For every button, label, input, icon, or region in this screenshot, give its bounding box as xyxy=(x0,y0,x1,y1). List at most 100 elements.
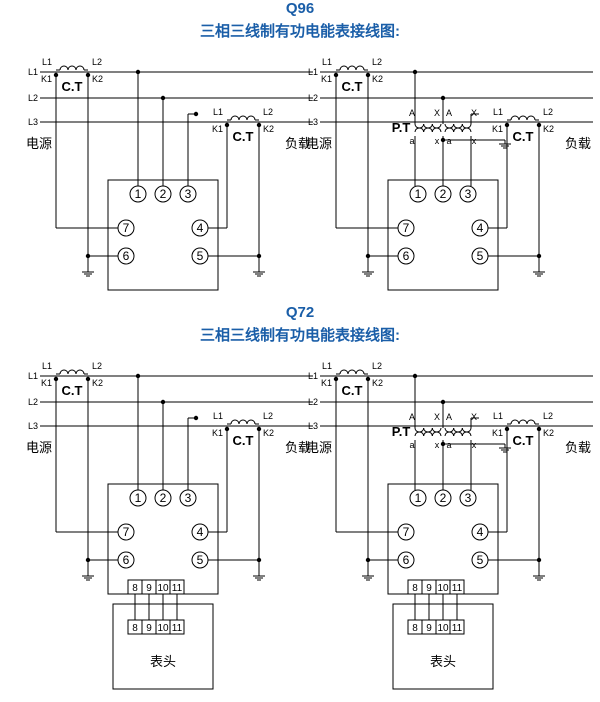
terminal-label: 7 xyxy=(123,221,130,235)
terminal-label: 6 xyxy=(123,553,130,567)
ct-coil xyxy=(339,65,349,71)
terminal-strip-pin: 9 xyxy=(146,583,152,594)
terminal-strip-pin: 8 xyxy=(412,583,418,594)
terminal-strip-pin: 11 xyxy=(172,583,183,594)
ct-secondary-label: K1 xyxy=(212,124,223,134)
ct-primary-label: L1 xyxy=(213,411,223,421)
pt-secondary-label: a xyxy=(409,440,414,450)
line-label-l3: L3 xyxy=(308,117,318,127)
terminal-3 xyxy=(459,185,477,203)
pt-primary-label: X xyxy=(471,412,477,422)
pt-secondary-label: x xyxy=(472,440,477,450)
source-label: 电源 xyxy=(306,136,332,151)
pt-primary-coil xyxy=(453,427,463,433)
ct-secondary-label: K1 xyxy=(41,74,52,84)
pt-primary-label: A xyxy=(446,108,452,118)
ct-secondary-label: K1 xyxy=(492,428,503,438)
terminal-label: 1 xyxy=(135,187,142,201)
pt-primary-coil xyxy=(461,427,472,433)
meter-head-label: 表头 xyxy=(150,654,176,669)
ct-coil xyxy=(347,369,357,375)
pt-primary-label: A xyxy=(409,108,415,118)
pt-primary-coil xyxy=(423,427,433,433)
junction-dot xyxy=(160,399,166,405)
ct-primary-label: L2 xyxy=(92,361,102,371)
ct-coil xyxy=(230,115,240,121)
diagram-title-q96: Q96 xyxy=(285,0,315,17)
line-label-l1: L1 xyxy=(308,67,318,77)
head-terminal-pin: 11 xyxy=(452,623,463,634)
head-terminal-pin: 10 xyxy=(437,623,449,634)
terminal-label: 2 xyxy=(160,187,167,201)
pt-secondary-label: a xyxy=(446,136,451,146)
ct-primary-label: L1 xyxy=(42,57,52,67)
ct-primary-label: L2 xyxy=(372,361,382,371)
source-label: 电源 xyxy=(26,136,52,151)
ct-coil xyxy=(347,65,357,71)
ct-secondary-label: K2 xyxy=(543,124,554,134)
meter-head-label: 表头 xyxy=(430,654,456,669)
ct-coil xyxy=(238,115,248,121)
pt-label: P.T xyxy=(392,424,411,439)
ct-label: C.T xyxy=(62,383,83,398)
ct-label: C.T xyxy=(513,129,534,144)
pt-primary-coil xyxy=(444,427,455,433)
line-label-l1: L1 xyxy=(28,371,38,381)
terminal-label: 5 xyxy=(197,553,204,567)
pt-primary-coil xyxy=(414,123,425,129)
ct-secondary-label: K2 xyxy=(92,74,103,84)
source-label: 电源 xyxy=(306,440,332,455)
pt-secondary-label: x xyxy=(435,440,440,450)
ct-secondary-label: K1 xyxy=(492,124,503,134)
pt-secondary-coil xyxy=(453,431,463,437)
pt-secondary-label: a xyxy=(409,136,414,146)
ct-coil xyxy=(67,65,77,71)
ct-coil xyxy=(59,65,69,71)
terminal-label: 4 xyxy=(197,221,204,235)
terminal-label: 5 xyxy=(477,249,484,263)
terminal-label: 3 xyxy=(185,491,192,505)
load-label: 负载 xyxy=(285,136,311,151)
terminal-1 xyxy=(409,185,427,203)
ct-primary-label: L1 xyxy=(493,107,503,117)
ct-coil xyxy=(246,419,256,425)
terminal-2 xyxy=(154,185,172,203)
terminal-label: 2 xyxy=(440,491,447,505)
terminal-strip-pin: 8 xyxy=(132,583,138,594)
diagram-subtitle-q96: 三相三线制有功电能表接线图: xyxy=(200,23,400,40)
ct-primary-label: L2 xyxy=(263,107,273,117)
ct-coil xyxy=(518,419,528,425)
pt-primary-label: X xyxy=(434,412,440,422)
ct-coil xyxy=(59,369,69,375)
line-label-l1: L1 xyxy=(308,371,318,381)
ct-primary-label: L1 xyxy=(42,361,52,371)
terminal-2 xyxy=(434,185,452,203)
pt-secondary-coil xyxy=(423,127,433,133)
line-label-l1: L1 xyxy=(28,67,38,77)
pt-secondary-coil xyxy=(453,127,463,133)
pt-secondary-coil xyxy=(431,127,442,133)
terminal-2 xyxy=(154,489,172,507)
terminal-label: 1 xyxy=(415,491,422,505)
pt-label: P.T xyxy=(392,120,411,135)
terminal-strip-pin: 10 xyxy=(157,583,169,594)
pt-primary-coil xyxy=(453,123,463,129)
ct-label: C.T xyxy=(62,79,83,94)
ct-coil xyxy=(238,419,248,425)
source-label: 电源 xyxy=(26,440,52,455)
ct-primary-label: L1 xyxy=(322,361,332,371)
pt-secondary-label: x xyxy=(472,136,477,146)
head-terminal-pin: 9 xyxy=(146,623,152,634)
junction-dot xyxy=(193,111,199,117)
head-terminal-pin: 10 xyxy=(157,623,169,634)
terminal-label: 3 xyxy=(185,187,192,201)
ct-coil xyxy=(339,369,349,375)
ct-secondary-label: K1 xyxy=(321,74,332,84)
ct-secondary-label: K2 xyxy=(263,428,274,438)
ct-secondary-label: K1 xyxy=(321,378,332,388)
terminal-label: 6 xyxy=(403,553,410,567)
line-label-l2: L2 xyxy=(308,397,318,407)
pt-primary-coil xyxy=(461,123,472,129)
terminal-3 xyxy=(179,489,197,507)
junction-dot xyxy=(135,69,141,75)
